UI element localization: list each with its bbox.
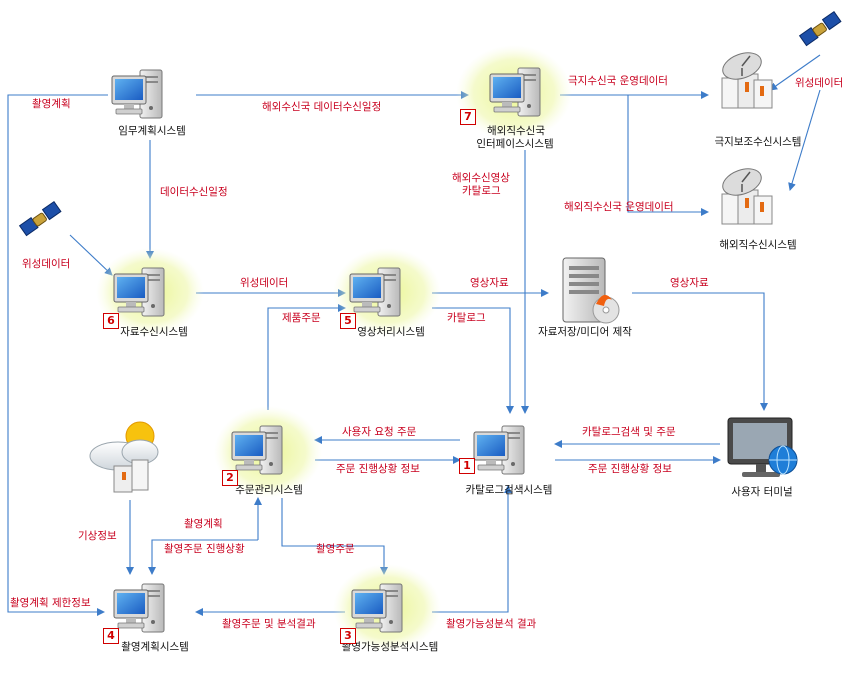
edge-order-to-planning [148, 539, 258, 575]
edge-imaging-plan [7, 94, 108, 616]
weather-icon [89, 421, 159, 493]
edge-label-overseas-image-line1: 해외수신영상 [452, 172, 510, 184]
node-label-data-reception: 자료수신시스템 [120, 326, 188, 338]
edge-label-product-order: 제품주문 [282, 312, 321, 324]
overseas-station-antenna-icon [718, 162, 773, 225]
edge-label-overseas-ops-data: 해외직수신국 운영데이터 [564, 201, 674, 213]
edge-label-imaging-order: 촬영주문 [316, 543, 355, 555]
edge-label-catalog: 카탈로그 [447, 312, 486, 324]
node-label-overseas-station: 해외직수신시스템 [719, 239, 797, 251]
node-label-polar-station: 극지보조수신시스템 [714, 136, 802, 148]
edge-label-order-progress-2: 주문 진행상황 정보 [588, 463, 672, 475]
edge-label-imaging-order-result: 촬영주문 및 분석결과 [222, 618, 316, 630]
edge-feasibility-to-catalog [432, 485, 512, 613]
node-label-mission-planning: 임무계획시스템 [118, 125, 186, 137]
satellite-icon [19, 201, 62, 237]
badge-3: 3 [340, 628, 356, 644]
edge-label-catalog-search-order: 카탈로그검색 및 주문 [582, 426, 676, 438]
feasibility-analysis-computer-icon [351, 583, 403, 633]
catalog-search-computer-icon [473, 425, 525, 475]
badge-4: 4 [103, 628, 119, 644]
edge-label-imaging-order-progress: 촬영주문 진행상황 [164, 543, 245, 555]
edge-label-satellite-data-right: 위성데이터 [795, 77, 844, 89]
edge-label-imaging-plan: 촬영계획 [32, 98, 71, 110]
edge-label-reception-schedule: 데이터수신일정 [160, 186, 228, 198]
node-label-user-terminal: 사용자 터미널 [731, 486, 793, 498]
storage-server-icon [562, 257, 620, 324]
overseas-interface-computer-icon [489, 67, 541, 117]
node-label-order-management: 주문관리시스템 [235, 484, 303, 496]
satellite-icon [799, 11, 842, 47]
edge-label-order-progress-1: 주문 진행상황 정보 [336, 463, 420, 475]
node-label-image-processing: 영상처리시스템 [357, 326, 425, 338]
edge-label-overseas-image-line2: 카탈로그 [462, 185, 501, 197]
edge-label-image-data-1: 영상자료 [470, 277, 509, 289]
edges [7, 54, 821, 616]
edge-label-feasibility-result: 촬영가능성분석 결과 [446, 618, 537, 630]
node-label-overseas-interface-line2: 인터페이스시스템 [476, 138, 554, 150]
edge-label-imaging-plan-2: 촬영계획 [184, 518, 223, 530]
edge-label-overseas-schedule: 해외수신국 데이터수신일정 [262, 101, 382, 113]
badge-2: 2 [222, 470, 238, 486]
edge-label-user-request-order: 사용자 요청 주문 [342, 426, 417, 438]
node-label-imaging-planning: 촬영계획시스템 [121, 641, 189, 653]
order-management-computer-icon [231, 425, 283, 475]
edge-label-satellite-data-mid: 위성데이터 [240, 277, 289, 289]
edge-sat-to-polar [769, 54, 821, 91]
badge-1: 1 [459, 458, 475, 474]
edge-storage-to-terminal [632, 292, 768, 411]
user-terminal-monitor-icon [727, 417, 798, 477]
badge-7: 7 [460, 109, 476, 125]
data-reception-computer-icon [113, 267, 165, 317]
mission-planning-computer-icon [111, 69, 163, 119]
edge-processing-to-catalog [432, 307, 514, 414]
badge-5: 5 [340, 313, 356, 329]
edge-label-polar-ops-data: 극지수신국 운영데이터 [568, 75, 668, 87]
edge-label-weather-info: 기상정보 [78, 530, 117, 542]
node-label-storage-media: 자료저장/미디어 제작 [538, 326, 632, 338]
polar-station-antenna-icon [718, 46, 773, 109]
node-label-feasibility-analysis: 촬영가능성분석시스템 [341, 641, 439, 653]
edge-label-imaging-plan-limit: 촬영계획 제한정보 [10, 597, 91, 609]
imaging-planning-computer-icon [113, 583, 165, 633]
edge-order-to-processing [267, 304, 346, 410]
node-label-overseas-interface-line1: 해외직수신국 [487, 125, 545, 137]
edge-order-to-feasibility [281, 498, 388, 575]
edge-label-image-data-2: 영상자료 [670, 277, 709, 289]
edge-sat-to-overseas [788, 89, 821, 191]
badge-6: 6 [103, 313, 119, 329]
edge-interface-to-overseas [627, 95, 709, 216]
image-processing-computer-icon [349, 267, 401, 317]
edge-label-satellite-data-left: 위성데이터 [22, 258, 71, 270]
node-label-catalog-search: 카탈로그검색시스템 [465, 484, 553, 496]
